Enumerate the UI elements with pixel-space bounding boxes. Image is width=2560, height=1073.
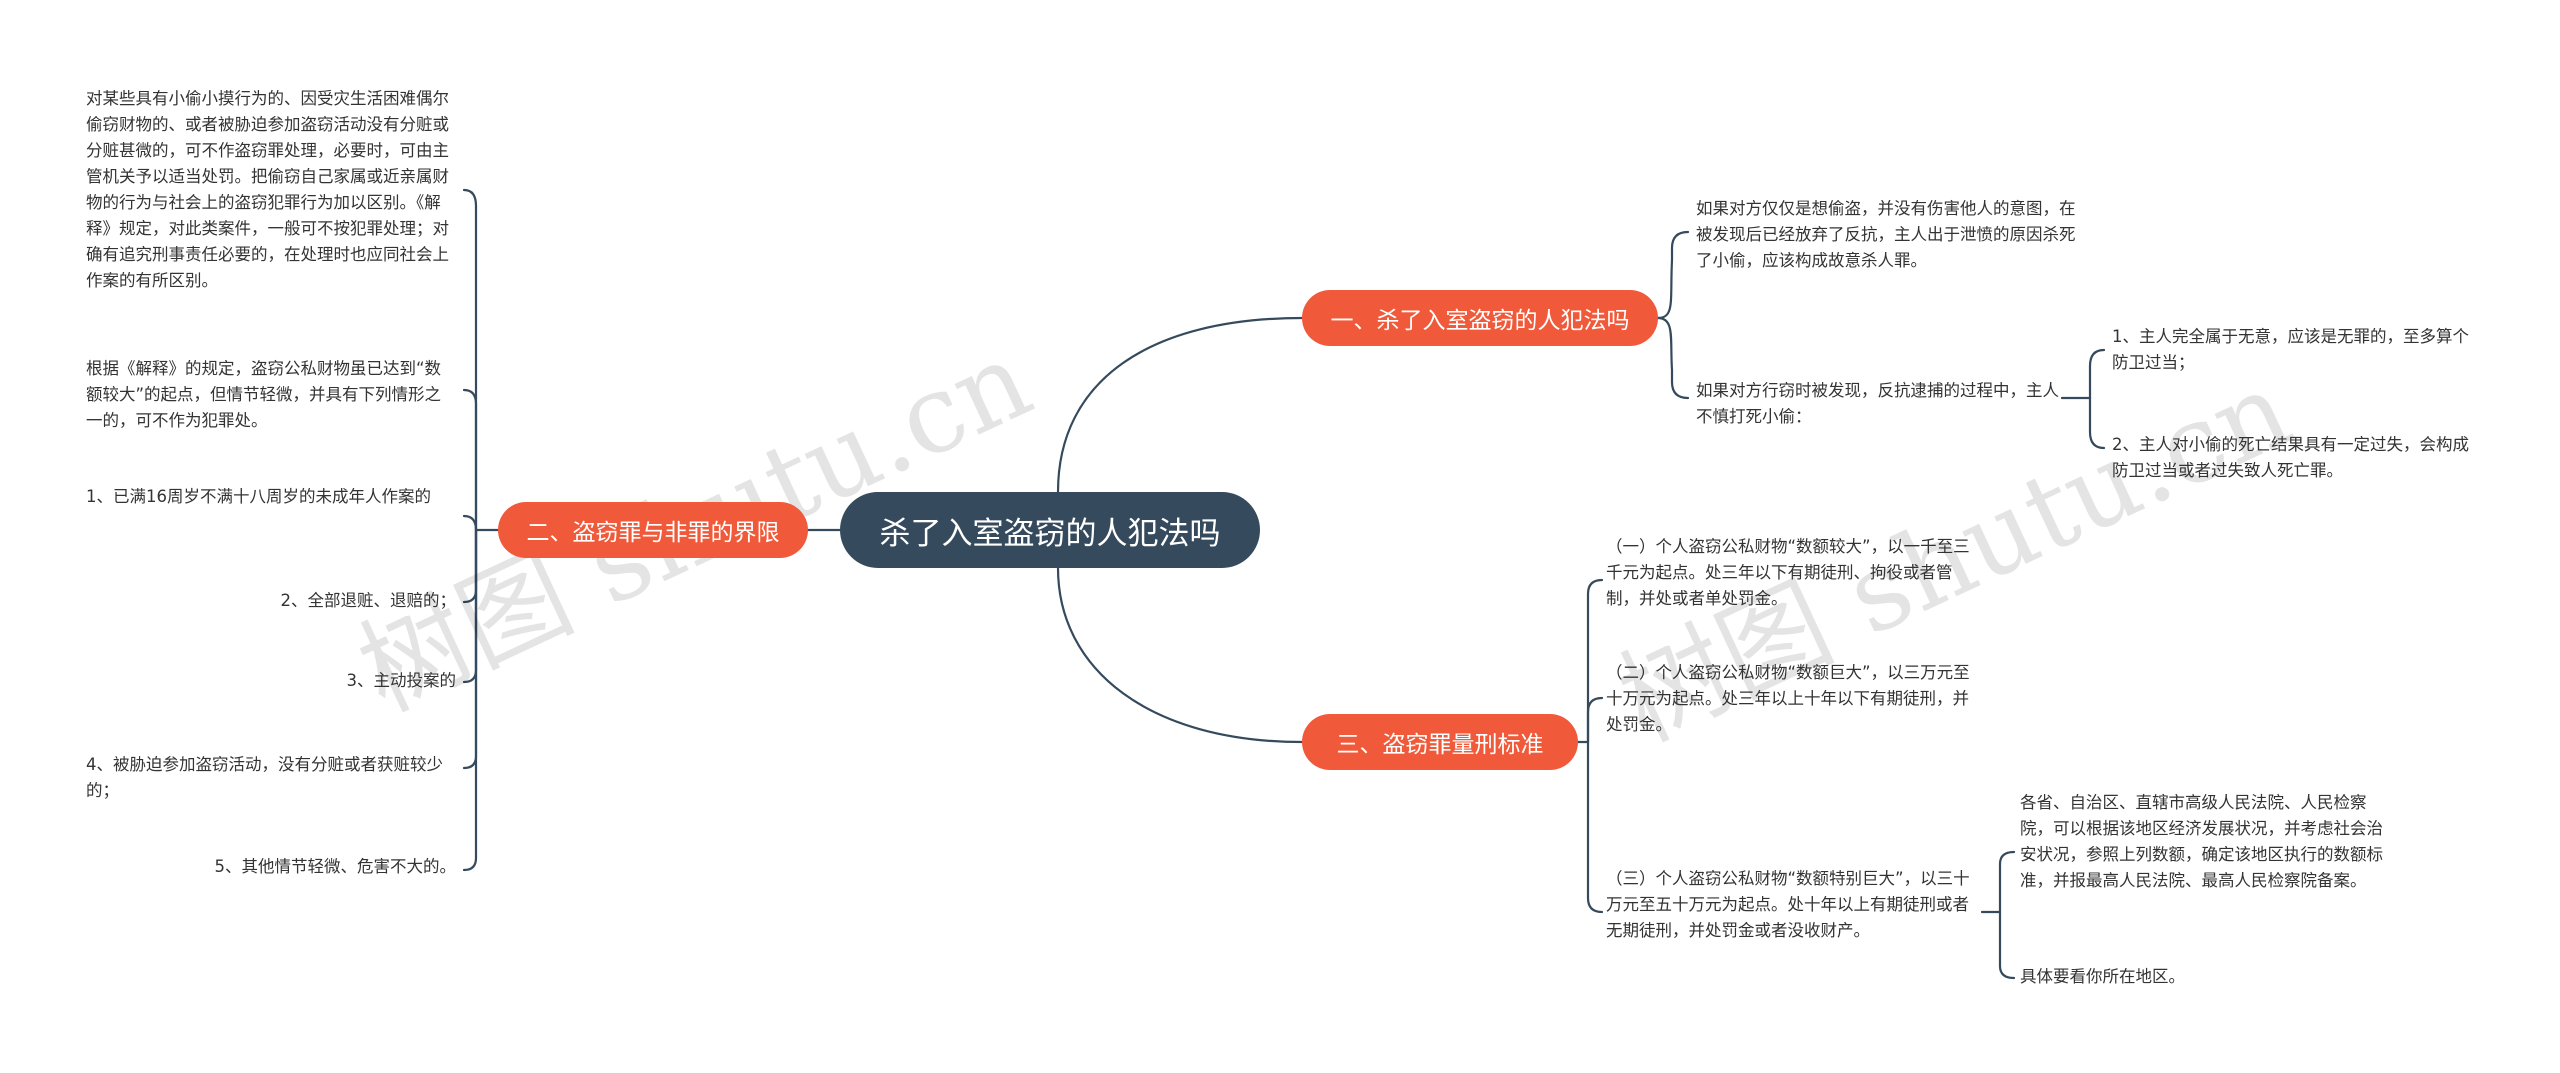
b2-leaf-restitution[interactable]: 2、全部退赃、退赔的；: [280, 591, 457, 610]
b2-leaf-juvenile[interactable]: 1、已满16周岁不满十八周岁的未成年人作案的: [86, 487, 431, 506]
root-topic[interactable]: 杀了入室盗窃的人犯法吗: [840, 492, 1260, 568]
b2-leaf-minor[interactable]: 5、其他情节轻微、危害不大的。: [214, 857, 457, 876]
branch-2-topic[interactable]: 二、盗窃罪与非罪的界限: [498, 502, 808, 558]
b3-leaf-large-amount[interactable]: （一）个人盗窃公私财物“数额较大”，以一千至三千元为起点。处三年以下有期徒刑、拘…: [1606, 537, 1970, 608]
b2-leaf-threshold[interactable]: 根据《解释》的规定，盗窃公私财物虽已达到“数额较大”的起点，但情节轻微，并具有下…: [86, 359, 442, 430]
b3-leaf-huge-amount[interactable]: （二）个人盗窃公私财物“数额巨大”，以三万元至十万元为起点。处三年以上十年以下有…: [1606, 663, 1970, 734]
b2-leaf-petty-theft[interactable]: 对某些具有小偷小摸行为的、因受灾生活困难偶尔偷窃财物的、或者被胁迫参加盗窃活动没…: [86, 89, 449, 290]
b2-leaf-surrender[interactable]: 3、主动投案的: [346, 671, 457, 690]
b3-leaf-especially-huge[interactable]: （三）个人盗窃公私财物“数额特别巨大”，以三十万元至五十万元为起点。处十年以上有…: [1606, 869, 1970, 940]
b1-leaf-arrest-1[interactable]: 1、主人完全属于无意，应该是无罪的，至多算个防卫过当；: [2112, 327, 2469, 372]
b3-leaf-local-region[interactable]: 具体要看你所在地区。: [2020, 967, 2185, 986]
branch-3-topic[interactable]: 三、盗窃罪量刑标准: [1302, 714, 1578, 770]
b1-leaf-arrest-2[interactable]: 2、主人对小偷的死亡结果具有一定过失，会构成防卫过当或者过失致人死亡罪。: [2112, 435, 2469, 480]
branch-1-topic[interactable]: 一、杀了入室盗窃的人犯法吗: [1302, 290, 1658, 346]
b1-leaf-arrest[interactable]: 如果对方行窃时被发现，反抗逮捕的过程中，主人不慎打死小偷：: [1696, 381, 2059, 426]
b1-leaf-intent[interactable]: 如果对方仅仅是想偷盗，并没有伤害他人的意图，在被发现后已经放弃了反抗，主人出于泄…: [1696, 199, 2076, 270]
b2-leaf-coerced[interactable]: 4、被胁迫参加盗窃活动，没有分赃或者获赃较少的；: [86, 755, 443, 800]
b3-leaf-provincial-standard[interactable]: 各省、自治区、直辖市高级人民法院、人民检察院，可以根据该地区经济发展状况，并考虑…: [2020, 793, 2383, 890]
